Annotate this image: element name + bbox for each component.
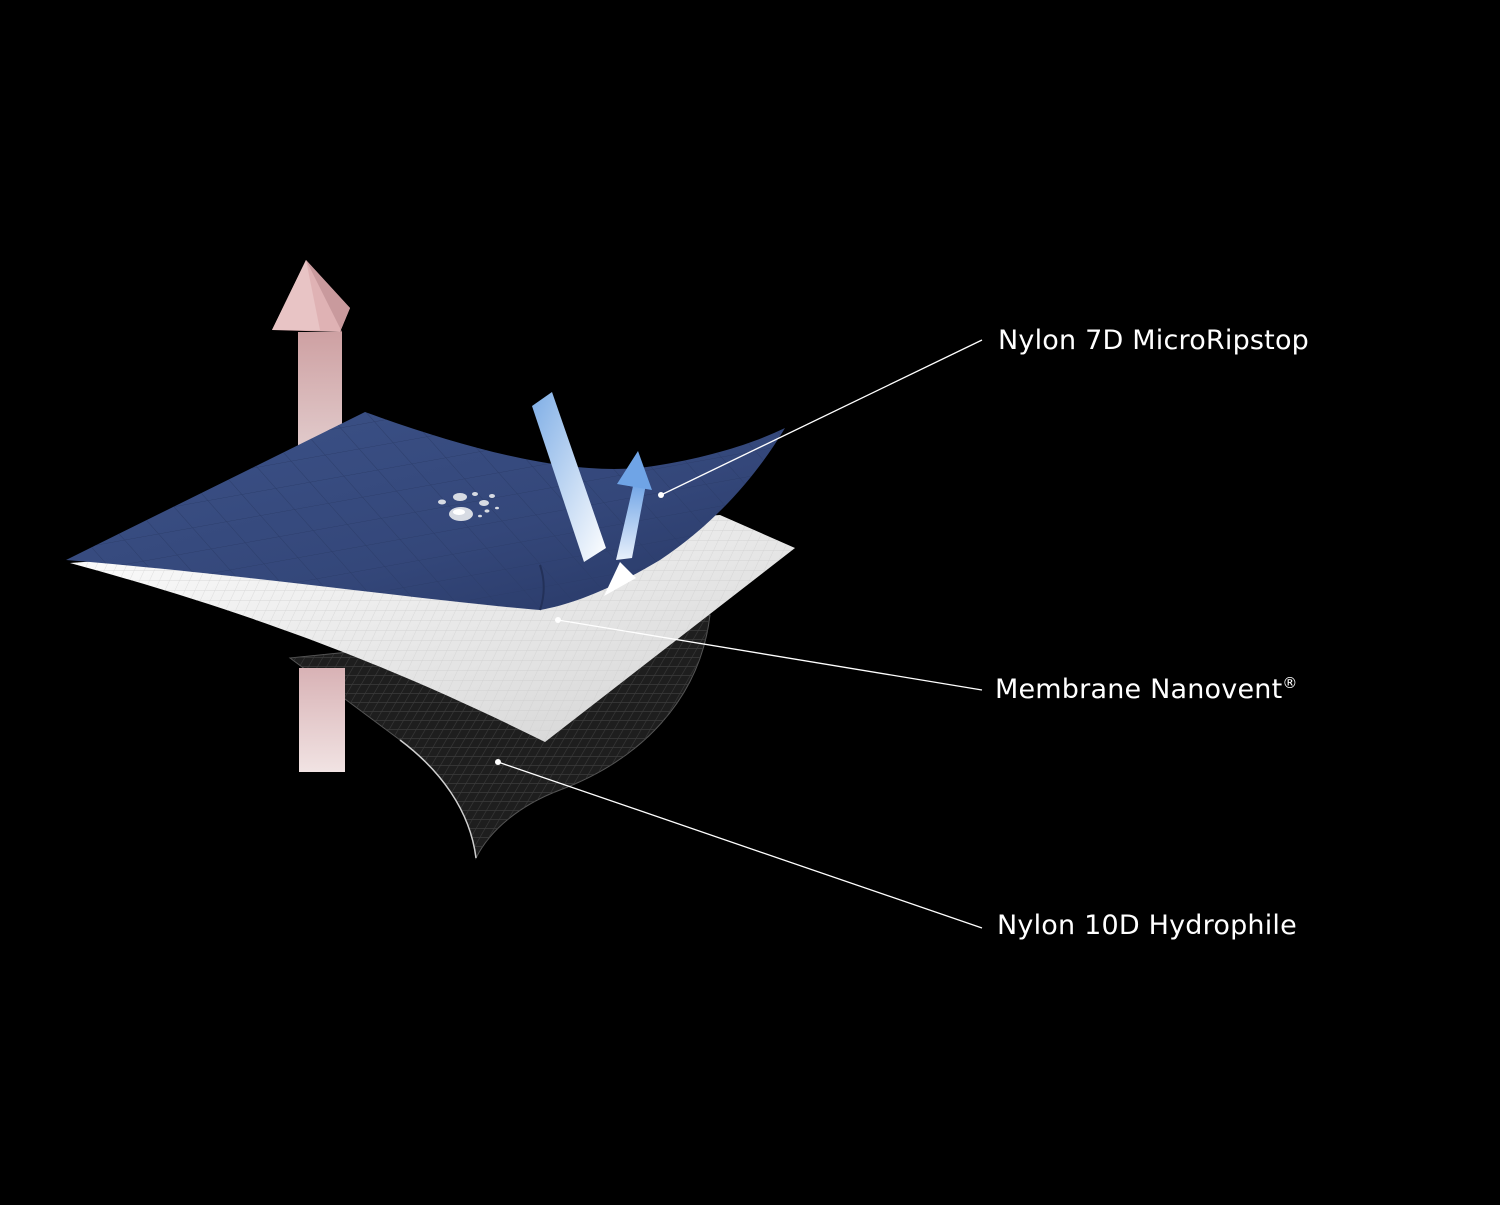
label-hydrophile: Nylon 10D Hydrophile [997,910,1297,941]
vapor-up-arrow-icon [299,668,345,772]
label-membrane-text: Membrane Nanovent [995,674,1283,705]
label-ripstop-text: Nylon 7D MicroRipstop [998,325,1310,356]
layer-ripstop [66,412,785,611]
registered-mark: ® [1282,674,1298,692]
label-membrane: Membrane Nanovent® [995,674,1298,705]
label-ripstop: Nylon 7D MicroRipstop [998,325,1309,356]
leader-lines [495,339,983,929]
water-repel-arrow-icon [532,392,652,596]
water-droplets-icon [438,492,499,521]
label-hydrophile-text: Nylon 10D Hydrophile [997,910,1297,941]
